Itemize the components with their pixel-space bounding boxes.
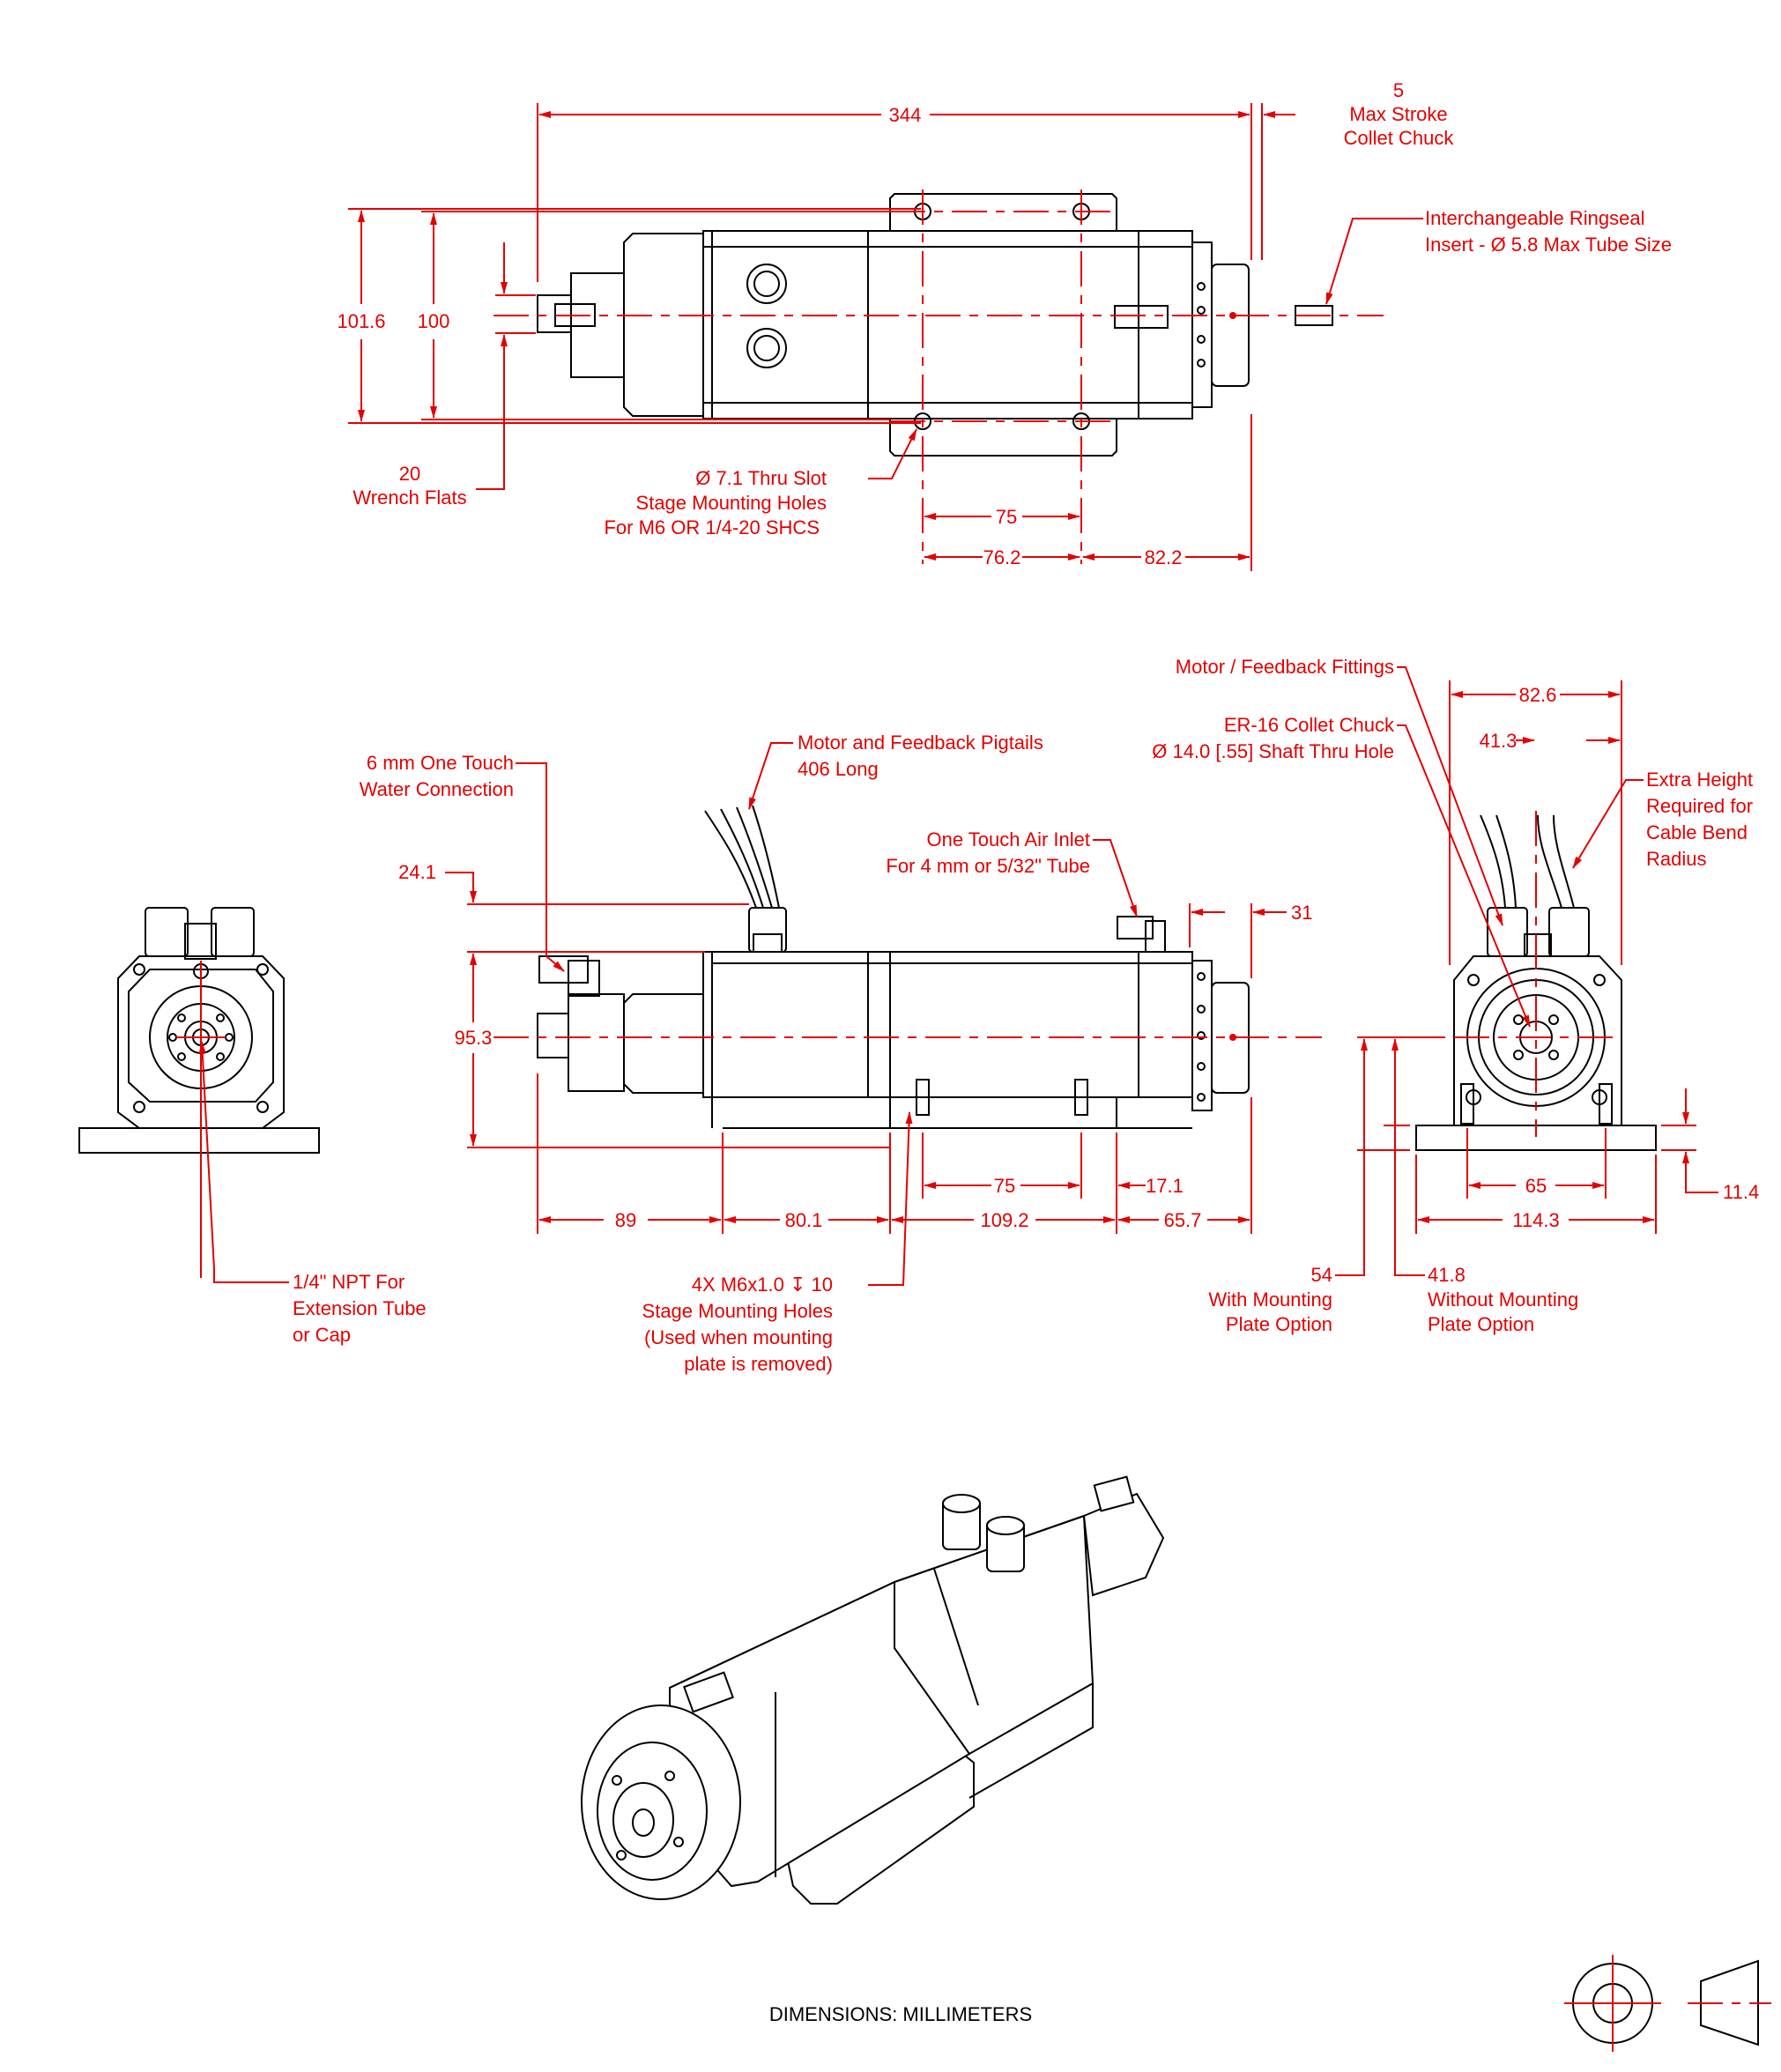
stroke-value: 5 — [1393, 79, 1404, 101]
dim-65: 65 — [1525, 1175, 1547, 1197]
without-label-1: Without Mounting — [1428, 1289, 1578, 1311]
holes-label-1: 4X M6x1.0 ↧ 10 — [692, 1274, 833, 1296]
top-dim-75: 75 — [996, 506, 1017, 528]
dim-82-6: 82.6 — [1519, 684, 1557, 706]
right-body — [1453, 955, 1622, 1126]
side-view: 6 mm One Touch Water Connection Motor an… — [360, 732, 1322, 1375]
side-body-outline — [623, 951, 1193, 1098]
left-gland-2 — [211, 907, 255, 957]
fittings-label: Motor / Feedback Fittings — [1176, 656, 1394, 678]
collet-label-1: ER-16 Collet Chuck — [1224, 714, 1395, 736]
dim-344: 344 — [889, 104, 922, 126]
dim-80-1: 80.1 — [785, 1209, 823, 1231]
top-dim-82-2: 82.2 — [1145, 546, 1183, 568]
left-body — [117, 955, 285, 1129]
holes-label-3: (Used when mounting — [644, 1326, 833, 1348]
iso-water-fitting — [1093, 1475, 1135, 1512]
top-plate-ear-upper — [889, 193, 1117, 232]
left-gland-1 — [145, 907, 189, 957]
projection-symbol — [1564, 1955, 1771, 2052]
water-fitting — [538, 955, 589, 984]
wrench-value: 20 — [399, 463, 420, 485]
dim-101-6: 101.6 — [337, 310, 385, 332]
dim-114-3: 114.3 — [1512, 1209, 1559, 1231]
dim-65-7: 65.7 — [1164, 1209, 1202, 1231]
slot-label-3: For M6 OR 1/4-20 SHCS — [604, 516, 820, 538]
air-label-1: One Touch Air Inlet — [927, 828, 1091, 850]
pigtail-label-2: 406 Long — [798, 758, 879, 780]
dim-109-2: 109.2 — [980, 1209, 1028, 1231]
extra-label-3: Cable Bend — [1646, 821, 1748, 843]
wrench-label: Wrench Flats — [352, 486, 466, 509]
dim-89: 89 — [615, 1209, 636, 1231]
units-note: DIMENSIONS: MILLIMETERS — [769, 2003, 1032, 2025]
extra-label-2: Required for — [1646, 795, 1753, 817]
npt-label-3: or Cap — [293, 1324, 351, 1346]
dim-24-1: 24.1 — [398, 861, 436, 883]
top-view: 344 5 Max Stroke Collet Chuck Interchang… — [337, 79, 1672, 571]
pigtail-gland — [748, 907, 787, 953]
holes-label-4: plate is removed) — [684, 1353, 833, 1375]
holes-label-2: Stage Mounting Holes — [642, 1300, 833, 1322]
left-end-view: 1/4" NPT For Extension Tube or Cap — [78, 907, 427, 1346]
iso-chuck — [1082, 1492, 1165, 1597]
water-label-1: 6 mm One Touch — [367, 752, 514, 774]
water-label-2: Water Connection — [360, 778, 514, 800]
right-end-view: Motor / Feedback Fittings ER-16 Collet C… — [1152, 656, 1759, 1335]
extra-label-1: Extra Height — [1646, 769, 1753, 791]
dim-31: 31 — [1291, 902, 1312, 924]
dim-54: 54 — [1311, 1264, 1332, 1286]
collet-label-2: Ø 14.0 [.55] Shaft Thru Hole — [1152, 740, 1394, 762]
slot-label-1: Ø 7.1 Thru Slot — [695, 467, 827, 489]
right-gland-2 — [1548, 907, 1590, 957]
dim-11-4: 11.4 — [1723, 1181, 1759, 1203]
dim-95-3: 95.3 — [455, 1027, 493, 1049]
top-body-outline — [623, 230, 1193, 420]
top-fitting-2 — [746, 328, 787, 368]
top-plate-ear-lower — [889, 418, 1117, 457]
with-label-2: Plate Option — [1226, 1313, 1332, 1335]
top-fitting-1 — [746, 264, 787, 304]
left-base-plate — [78, 1127, 320, 1154]
ringseal-label-1: Interchangeable Ringseal — [1425, 207, 1645, 229]
pigtail-label-1: Motor and Feedback Pigtails — [798, 732, 1043, 754]
air-inlet-fitting — [1117, 916, 1154, 939]
npt-label-2: Extension Tube — [293, 1297, 427, 1319]
stroke-label-1: Max Stroke — [1349, 103, 1447, 125]
npt-label-1: 1/4" NPT For — [293, 1271, 404, 1293]
stroke-label-2: Collet Chuck — [1344, 127, 1455, 149]
extra-label-4: Radius — [1646, 848, 1706, 870]
ringseal-label-2: Insert - Ø 5.8 Max Tube Size — [1425, 234, 1672, 256]
without-label-2: Plate Option — [1428, 1313, 1534, 1335]
slot-label-2: Stage Mounting Holes — [636, 492, 827, 514]
right-gland-1 — [1487, 907, 1528, 957]
top-dim-76-2: 76.2 — [983, 546, 1021, 568]
side-dim-75: 75 — [994, 1175, 1015, 1197]
iso-air-fitting — [683, 1671, 734, 1713]
dim-17-1: 17.1 — [1146, 1175, 1184, 1197]
air-label-2: For 4 mm or 5/32" Tube — [886, 855, 1090, 877]
dim-41-8: 41.8 — [1428, 1264, 1466, 1286]
dim-41-3: 41.3 — [1480, 730, 1518, 752]
side-mount-plate — [889, 1096, 1117, 1129]
dim-100: 100 — [418, 310, 450, 332]
isometric-view — [581, 1475, 1165, 1905]
with-label-1: With Mounting — [1208, 1289, 1332, 1311]
